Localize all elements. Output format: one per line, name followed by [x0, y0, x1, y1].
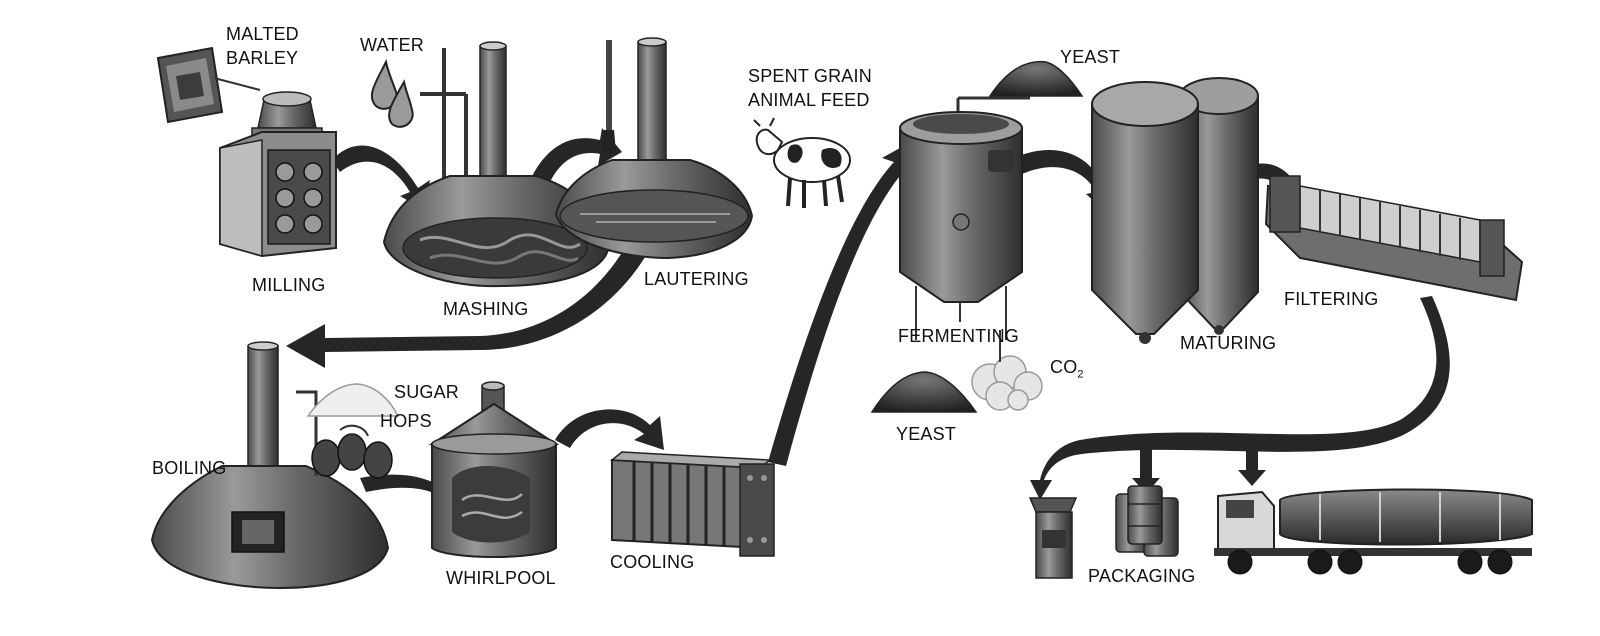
arrow-milling-to-mashing — [332, 145, 430, 210]
co2-cloud-icon — [971, 355, 1043, 411]
label-barley: BARLEY — [226, 48, 299, 68]
label-fermenting: FERMENTING — [898, 326, 1019, 346]
yeast-pile-top-icon — [956, 60, 1084, 116]
label-co2-subscript: 2 — [1077, 368, 1084, 381]
arrow-to-truck — [1238, 440, 1266, 486]
malted-barley-sack-icon — [156, 46, 261, 124]
label-milling: MILLING — [252, 275, 326, 295]
milling-machine-icon — [219, 91, 337, 258]
mashing-tun-icon — [382, 41, 610, 288]
sugar-pile-icon — [306, 383, 400, 417]
label-cooling: COOLING — [610, 552, 695, 572]
label-maturing: MATURING — [1180, 333, 1277, 353]
tanker-truck-icon — [1214, 488, 1533, 575]
whirlpool-tank-icon — [428, 381, 560, 558]
arrow-boiling-to-whirlpool — [360, 474, 474, 528]
label-spent-grain: SPENT GRAIN — [748, 66, 872, 86]
filter-press-icon — [1264, 175, 1524, 302]
boiling-kettle-icon — [150, 341, 390, 590]
label-packaging: PACKAGING — [1088, 566, 1196, 586]
arrow-filtering-to-packaging — [1030, 296, 1450, 500]
hops-icon — [311, 424, 393, 479]
lauter-tun-icon — [554, 37, 754, 260]
fermenting-vessel-icon — [899, 111, 1023, 340]
cow-icon — [753, 117, 851, 208]
label-sugar: SUGAR — [394, 382, 460, 402]
arrow-cooling-to-fermenting — [768, 140, 918, 466]
label-filtering: FILTERING — [1284, 289, 1379, 309]
barrels-icon — [1115, 485, 1179, 557]
arrow-whirlpool-to-cooling — [555, 409, 664, 450]
arrow-to-barrels — [1132, 442, 1160, 494]
heat-exchanger-icon — [609, 451, 775, 557]
label-co2-main: CO — [1050, 357, 1078, 377]
label-co2: CO2 — [1050, 356, 1084, 387]
label-whirlpool: WHIRLPOOL — [446, 568, 556, 588]
label-yeast-top: YEAST — [1060, 47, 1121, 67]
water-drop-icon — [370, 58, 414, 128]
water-pipe — [420, 48, 468, 196]
label-yeast-bottom: YEAST — [896, 424, 957, 444]
label-lautering: LAUTERING — [644, 269, 749, 289]
label-water: WATER — [360, 35, 424, 55]
label-malted: MALTED — [226, 24, 299, 44]
label-animal-feed: ANIMAL FEED — [748, 90, 870, 110]
label-boiling: BOILING — [152, 458, 227, 478]
arrow-lautering-to-boiling — [286, 218, 660, 368]
keg-filler-icon — [1028, 497, 1078, 579]
label-mashing: MASHING — [443, 299, 529, 319]
maturing-tanks-icon — [1091, 77, 1259, 344]
label-hops: HOPS — [380, 411, 432, 431]
yeast-pile-bottom-icon — [870, 371, 978, 413]
